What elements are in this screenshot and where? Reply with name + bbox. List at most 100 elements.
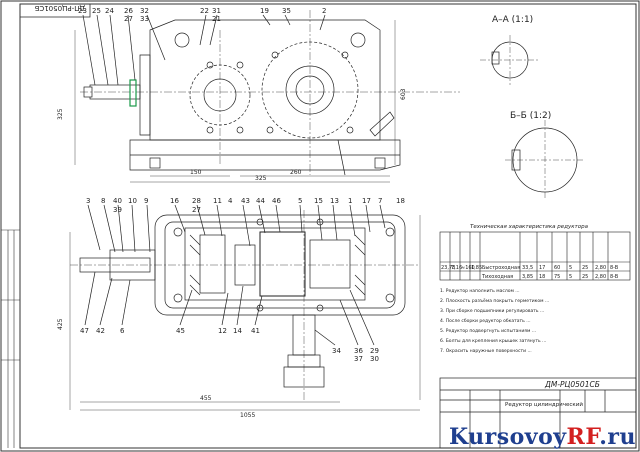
cell-r2-c7: 18 [539,274,545,280]
code-box-top [19,3,91,18]
table-title: Техническая характеристика редуктора [470,224,589,230]
plan-view [69,204,421,411]
dim-d1: 325 [57,108,64,120]
cell-r1-c4: 1,85 [471,265,482,271]
label-1: 1 [348,197,352,205]
title-block [439,377,637,449]
dim-d5: 455 [200,395,212,402]
label-27: 27 [124,15,133,23]
label-24: 24 [105,7,114,15]
label-42: 42 [96,327,105,335]
table-rows: 23,78 7,16 ≈160 1,85 Быстроходная 33,5 1… [441,265,619,280]
label-27b: 27 [192,206,201,214]
label-23: 23 [78,7,87,15]
label-13: 13 [330,197,339,205]
label-10: 10 [128,197,137,205]
label-35: 35 [282,7,291,15]
title-block-code: ДМ-РЦ0501СБ [544,380,600,389]
cell-r1-c10: 25 [582,265,588,271]
dim-d6: 425 [57,318,64,330]
label-6: 6 [120,327,125,335]
label-39: 39 [113,206,122,214]
label-19: 19 [260,7,269,15]
note-2: 2. Плоскость разъёма покрыть герметиком … [440,298,549,304]
title-block-name: Редуктор цилиндрический [505,401,583,408]
technical-notes: 1. Редуктор наполнить маслом ... 2. Плос… [440,288,549,354]
label-43: 43 [241,197,250,205]
watermark-logo: KursovoyRF.ru [449,424,636,450]
note-5: 5. Редуктор подвергнуть испытаниям ... [440,328,536,334]
label-4: 4 [228,197,233,205]
dim-d4: 1055 [240,412,255,419]
label-31: 31 [212,7,221,15]
cell-r1-c1: 23,78 [441,265,455,271]
label-14: 14 [233,327,242,335]
code-top-text: ДП-РЦ0501СБ [34,4,85,12]
label-2: 2 [322,7,326,15]
label-7: 7 [378,197,382,205]
label-34: 34 [332,347,341,355]
label-45: 45 [176,327,185,335]
note-1: 1. Редуктор наполнить маслом ... [440,288,520,294]
label-47: 47 [80,327,89,335]
label-5: 5 [298,197,302,205]
label-12: 12 [218,327,227,335]
plan-view-labels: 3 8 40 10 9 16 28 11 4 43 44 46 5 15 13 … [57,197,405,419]
note-3: 3. При сборке подшипники регулировать ..… [440,308,544,314]
cell-r1-c11: 2,80 [595,265,606,271]
label-25: 25 [92,7,101,15]
section-aa-title: А–А (1:1) [492,15,533,25]
note-4: 4. После сборки редуктор обкатать ... [440,318,531,324]
note-7: 7. Окрасить наружные поверхности ... [440,348,532,354]
section-views [480,35,585,200]
watermark-rf: RF [566,424,600,450]
label-37: 37 [354,355,363,363]
label-40: 40 [113,197,122,205]
label-8: 8 [101,197,105,205]
cell-r2-c11: 2,80 [595,274,606,280]
note-6: 6. Болты для крепления крышек затянуть .… [440,338,546,344]
cell-r2-c12: 8-B [610,274,619,280]
cell-r2-c8: 75 [554,274,560,280]
label-26: 26 [124,7,133,15]
label-22: 22 [200,7,209,15]
dim-d3: 325 [255,175,267,182]
dim-d9: 603 [400,88,407,100]
label-44: 44 [256,197,265,205]
label-21: 21 [212,15,221,23]
cell-r1-c3: ≈160 [461,265,475,271]
cell-r2-c5: Тихоходная [481,274,513,280]
label-11: 11 [213,197,222,205]
label-30: 30 [370,355,379,363]
section-bb-title: Б–Б (1:2) [510,111,551,121]
label-18: 18 [396,197,405,205]
cell-r2-c9: 5 [569,274,572,280]
label-36: 36 [354,347,363,355]
label-41: 41 [251,327,260,335]
front-view [74,10,460,183]
label-28: 28 [192,197,201,205]
cell-r1-c5: Быстроходная [482,265,520,271]
tech-table [439,231,631,281]
label-9: 9 [144,197,148,205]
cell-r1-c2: 7,16 [451,265,462,271]
label-3: 3 [86,197,90,205]
label-16: 16 [170,197,179,205]
cell-r2-c6: 3,85 [522,274,533,280]
label-15: 15 [314,197,323,205]
cell-r1-c8: 60 [554,265,560,271]
inner-frame [19,3,637,449]
front-view-labels: 23 25 24 26 32 22 31 19 35 2 27 33 21 32… [57,7,407,182]
label-32: 32 [140,7,149,15]
cell-r2-c10: 25 [582,274,588,280]
cell-r1-c12: 8-B [610,265,619,271]
label-17: 17 [362,197,371,205]
watermark-ru: .ru [599,424,636,450]
dim-d7: 150 [190,169,202,176]
cell-r1-c7: 17 [539,265,545,271]
cell-r1-c6: 33,5 [522,265,533,271]
dim-d2: 260 [290,169,302,176]
label-33: 33 [140,15,149,23]
